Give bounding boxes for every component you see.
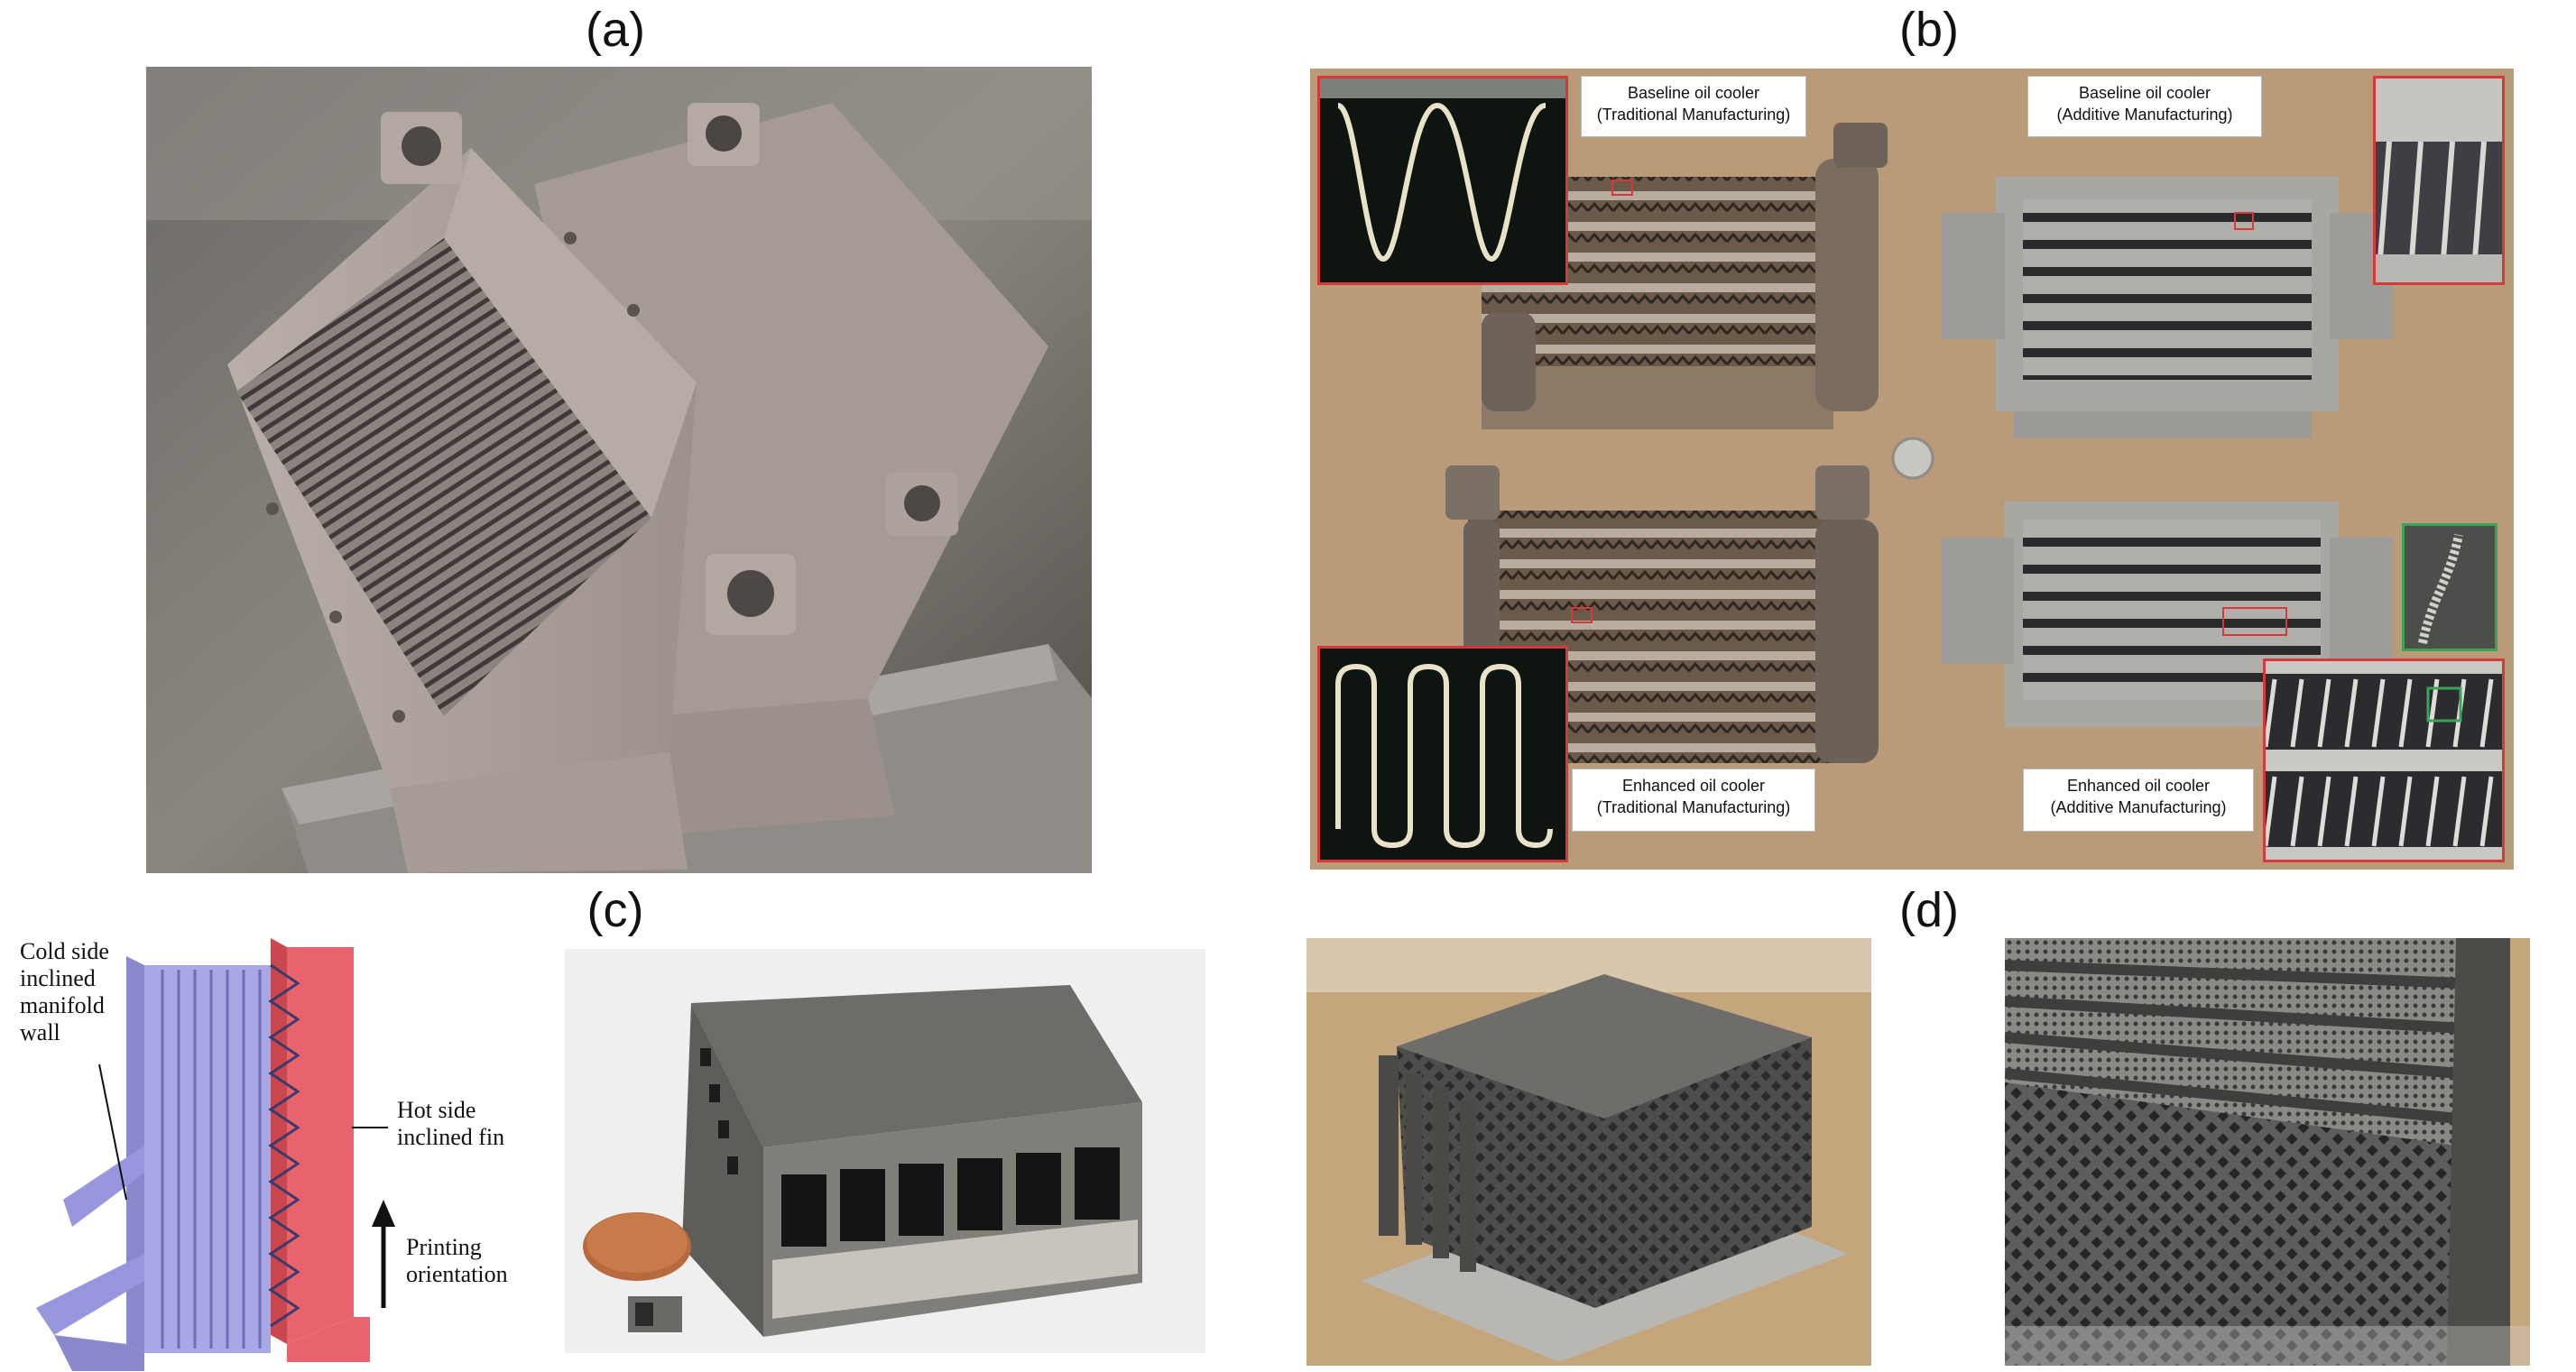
caption-tm-enhanced-method: (Traditional Manufacturing) (1596, 798, 1791, 816)
panel-a-photo (146, 67, 1092, 873)
panel-d-photo-right (2005, 938, 2530, 1366)
panel-b-photo: Baseline oil cooler (Traditional Manufac… (1310, 69, 2514, 870)
inset-am-surface-detail (2402, 523, 2498, 651)
panel-a-heat-exchanger-image (146, 67, 1092, 873)
panel-d-lattice-closeup-image (2005, 938, 2530, 1366)
panel-d-photo-left (1306, 938, 1871, 1366)
caption-tm-enhanced-title: Enhanced oil cooler (1621, 777, 1766, 795)
caption-am-baseline: Baseline oil cooler (Additive Manufactur… (2027, 76, 2262, 137)
caption-tm-baseline-title: Baseline oil cooler (1627, 84, 1760, 102)
label-printing-orientation: Printing orientation (406, 1234, 508, 1287)
caption-tm-baseline-method: (Traditional Manufacturing) (1596, 106, 1791, 124)
caption-am-enhanced-method: (Additive Manufacturing) (2050, 798, 2227, 816)
panel-d-lattice-exchanger-image (1306, 938, 1871, 1366)
panel-c-printed-exchanger-image (565, 949, 1205, 1353)
panel-label-c: (c) (586, 883, 644, 937)
caption-am-baseline-title: Baseline oil cooler (2078, 84, 2211, 102)
inset-tm-baseline-fins (1317, 76, 1568, 285)
panel-label-d: (d) (1899, 883, 1959, 937)
panel-label-a: (a) (586, 3, 645, 57)
caption-am-baseline-method: (Additive Manufacturing) (2056, 106, 2233, 124)
inset-am-baseline-fins (2373, 76, 2505, 285)
panel-c-diagram: Cold side inclined manifold wall Hot sid… (0, 929, 541, 1372)
label-cold-side-manifold-wall: Cold side inclined manifold wall (20, 938, 109, 1045)
caption-am-enhanced: Enhanced oil cooler (Additive Manufactur… (2023, 769, 2254, 832)
label-hot-side-inclined-fin: Hot side inclined fin (397, 1097, 505, 1150)
caption-tm-enhanced: Enhanced oil cooler (Traditional Manufac… (1572, 769, 1815, 832)
inset-tm-enhanced-fins (1317, 646, 1568, 862)
inset-am-enhanced-fins (2263, 658, 2505, 862)
panel-label-b: (b) (1899, 3, 1959, 57)
caption-tm-baseline: Baseline oil cooler (Traditional Manufac… (1581, 76, 1806, 137)
caption-am-enhanced-title: Enhanced oil cooler (2066, 777, 2211, 795)
inclined-fin-schematic (36, 938, 395, 1371)
panel-c-photo (565, 949, 1205, 1353)
